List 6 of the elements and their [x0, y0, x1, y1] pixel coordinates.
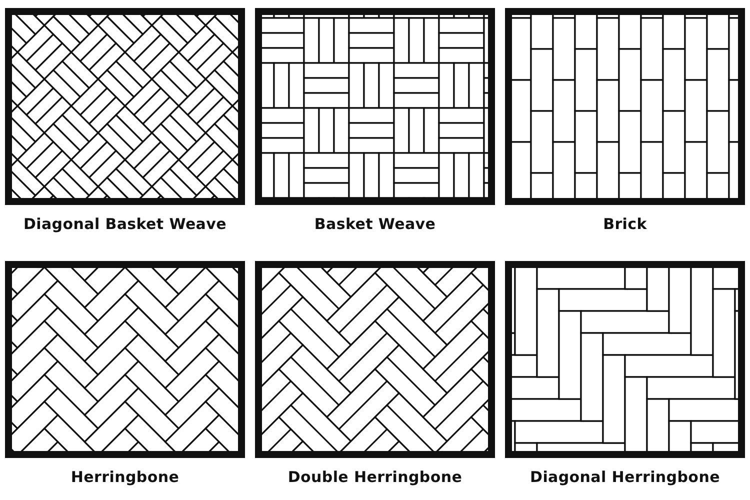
pattern-caption: Diagonal Herringbone [529, 468, 721, 486]
pattern-caption: Brick [602, 215, 648, 233]
pattern-caption: Basket Weave [313, 215, 437, 233]
pattern-caption: Herringbone [70, 468, 180, 486]
pattern-caption: Diagonal Basket Weave [22, 215, 228, 233]
pattern-caption: Double Herringbone [286, 468, 464, 486]
